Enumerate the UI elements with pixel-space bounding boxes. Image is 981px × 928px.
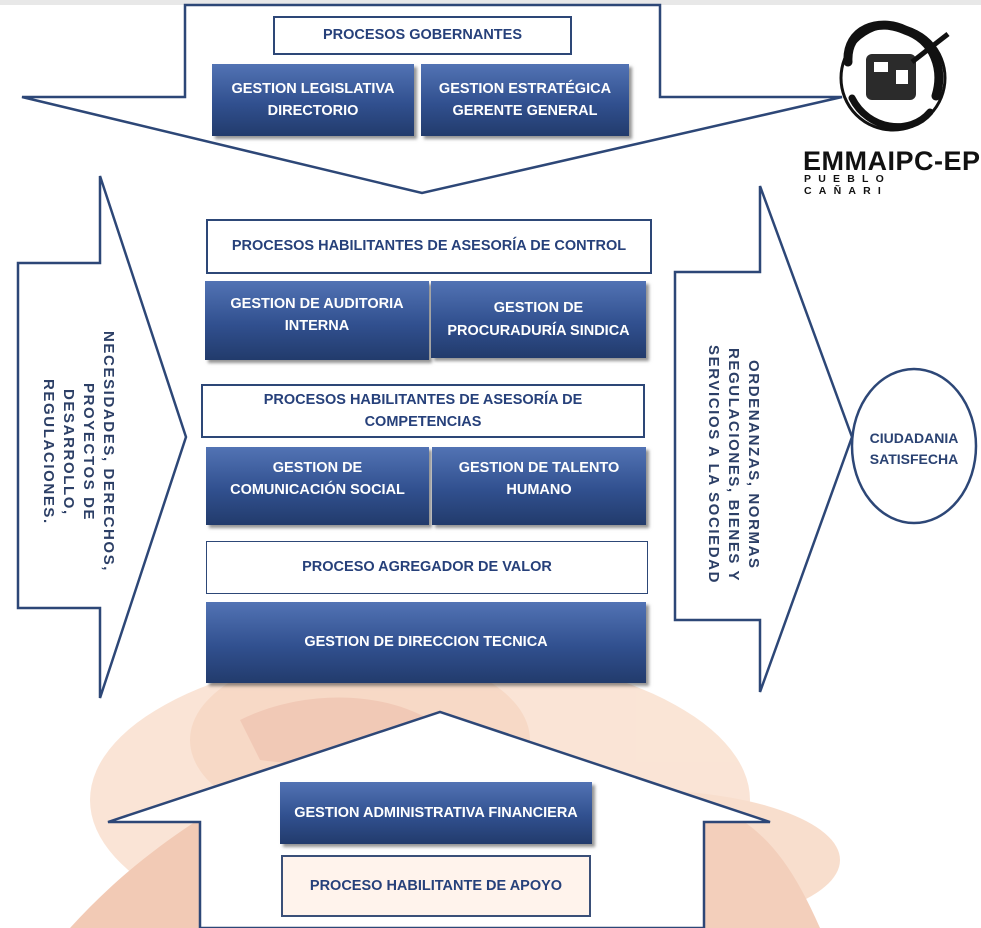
governing-title: PROCESOS GOBERNANTES [273, 16, 572, 55]
comunicacion-line-2: COMUNICACIÓN SOCIAL [230, 482, 405, 499]
input-line-3: REGULACIONES. [40, 379, 57, 525]
talento-box: GESTION DE TALENTO HUMANO [432, 447, 646, 525]
input-line-2: PROYECTOS DE DESARROLLO, [60, 382, 97, 522]
apoyo-title: PROCESO HABILITANTE DE APOYO [281, 855, 591, 917]
output-line-2: REGULACIONES, BIENES Y [725, 347, 742, 583]
legislativa-line-2: DIRECTORIO [267, 103, 359, 119]
output-line-3: SERVICIOS A LA SOCIEDAD [705, 345, 722, 585]
talento-line-2: HUMANO [506, 482, 572, 499]
top-rule [0, 0, 981, 5]
talento-line-1: GESTION DE TALENTO [458, 460, 620, 476]
auditoria-box: GESTION DE AUDITORIA INTERNA [205, 281, 429, 360]
result-text: CIUDADANIA SATISFECHA [862, 428, 966, 470]
legislativa-line-1: GESTION LEGISLATIVA [231, 80, 395, 97]
valor-title: PROCESO AGREGADOR DE VALOR [206, 541, 648, 594]
logo-name: EMMAIPC-EP [803, 146, 981, 176]
output-right-arrow [673, 185, 854, 693]
control-title: PROCESOS HABILITANTES DE ASESORÍA DE CON… [206, 219, 652, 274]
result-line-2: SATISFECHA [869, 451, 959, 467]
result-line-1: CIUDADANIA [869, 430, 959, 446]
procuraduria-line-2: PROCURADURÍA SINDICA [447, 322, 630, 339]
auditoria-line-1: GESTION DE AUDITORIA [230, 296, 404, 312]
output-line-1: ORDENANZAS, NORMAS [745, 360, 762, 570]
output-arrow-text: ORDENANZAS, NORMAS REGULACIONES, BIENES … [703, 345, 763, 585]
legislativa-box: GESTION LEGISLATIVA DIRECTORIO [212, 64, 414, 136]
logo-emblem [839, 20, 950, 132]
result-circle [850, 367, 978, 525]
procuraduria-box: GESTION DE PROCURADURÍA SINDICA [431, 281, 646, 358]
logo-subtitle: PUEBLO CAÑARI [804, 173, 891, 197]
input-line-1: NECESIDADES, DERECHOS, [100, 331, 117, 573]
direccion-tecnica-box: GESTION DE DIRECCION TECNICA [206, 602, 646, 683]
comunicacion-box: GESTION DE COMUNICACIÓN SOCIAL [206, 447, 429, 525]
estrategica-line-1: GESTION ESTRATÉGICA [438, 80, 612, 97]
auditoria-line-2: INTERNA [284, 318, 350, 335]
competencias-title: PROCESOS HABILITANTES DE ASESORÍA DE COM… [201, 384, 645, 438]
estrategica-line-2: GERENTE GENERAL [452, 103, 598, 119]
estrategica-box: GESTION ESTRATÉGICA GERENTE GENERAL [421, 64, 629, 136]
input-right-arrow [16, 175, 188, 699]
comunicacion-line-1: GESTION DE [272, 460, 363, 476]
input-arrow-text: NECESIDADES, DERECHOS, PROYECTOS DE DESA… [38, 322, 118, 582]
administrativa-box: GESTION ADMINISTRATIVA FINANCIERA [280, 782, 592, 844]
procuraduria-line-1: GESTION DE [493, 300, 584, 317]
